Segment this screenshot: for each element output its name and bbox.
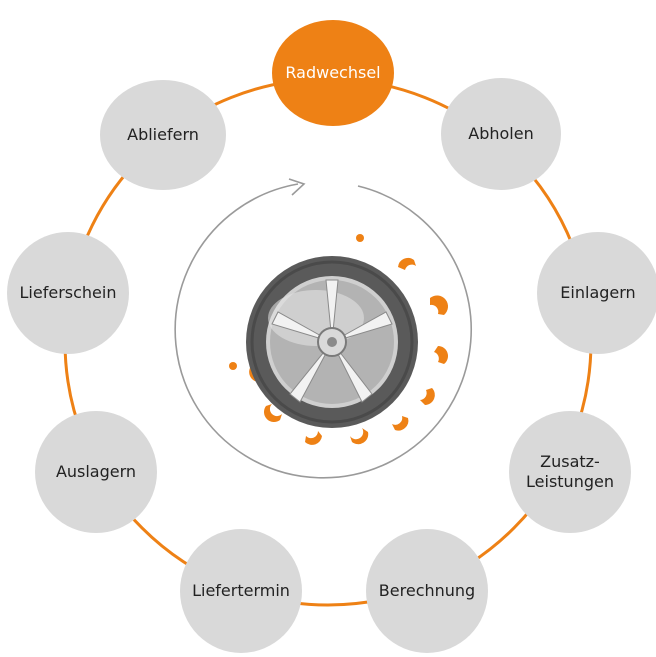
step-lieferschein[interactable]: Lieferschein	[7, 232, 129, 354]
step-liefertermin[interactable]: Liefertermin	[180, 529, 302, 653]
step-zusatz-leistungen[interactable]: Zusatz- Leistungen	[509, 411, 631, 533]
step-abliefern[interactable]: Abliefern	[100, 80, 226, 190]
orange-splash-decoration	[229, 234, 449, 445]
step-auslagern[interactable]: Auslagern	[35, 411, 157, 533]
step-radwechsel[interactable]: Radwechsel	[272, 20, 394, 126]
tire-wheel-icon	[229, 234, 449, 445]
step-abholen[interactable]: Abholen	[441, 78, 561, 190]
step-berechnung[interactable]: Berechnung	[366, 529, 488, 653]
step-einlagern[interactable]: Einlagern	[537, 232, 656, 354]
circular-arrow-icon	[174, 178, 472, 479]
